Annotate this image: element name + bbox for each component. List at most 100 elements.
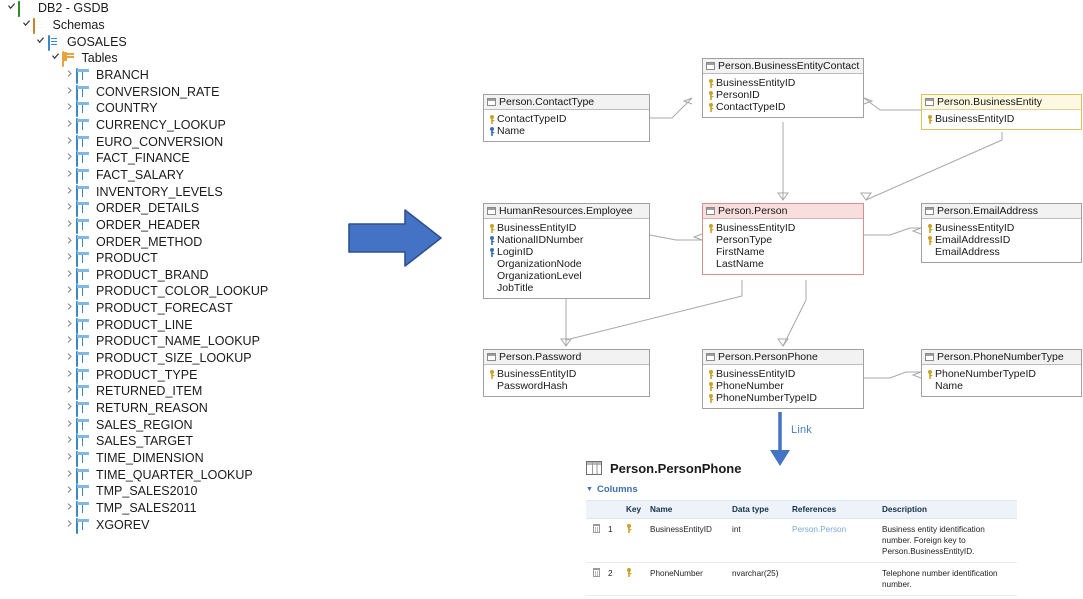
chevron-right-icon[interactable] [63, 469, 76, 481]
tree-item-order-details[interactable]: ORDER_DETAILS [0, 200, 330, 218]
tree-item-inventory-levels[interactable]: INVENTORY_LEVELS [0, 183, 330, 201]
row-delete-button[interactable] [586, 518, 606, 564]
chevron-right-icon[interactable] [63, 102, 76, 114]
tree-item-product-name-lookup[interactable]: PRODUCT_NAME_LOOKUP [0, 333, 330, 351]
chevron-right-icon[interactable] [63, 385, 76, 397]
chevron-right-icon[interactable] [63, 219, 76, 231]
tree-item-return-reason[interactable]: RETURN_REASON [0, 400, 330, 418]
tree-item-tmp-sales2011[interactable]: TMP_SALES2011 [0, 500, 330, 518]
row-delete-button[interactable] [586, 595, 606, 599]
tree-item-xgorev[interactable]: XGOREV [0, 516, 330, 534]
tree-item-branch[interactable]: BRANCH [0, 67, 330, 84]
chevron-right-icon[interactable] [63, 435, 76, 447]
chevron-right-icon[interactable] [63, 369, 76, 381]
entity-header[interactable]: Person.PhoneNumberType [922, 350, 1081, 365]
chevron-right-icon[interactable] [63, 402, 76, 414]
chevron-right-icon[interactable] [63, 485, 76, 497]
chevron-right-icon[interactable] [63, 285, 76, 297]
col-header-description[interactable]: Description [880, 500, 1017, 519]
row-delete-button[interactable] [586, 562, 606, 597]
tree-item-tmp-sales2010[interactable]: TMP_SALES2010 [0, 483, 330, 501]
chevron-right-icon[interactable] [63, 236, 76, 248]
tree-item-order-method[interactable]: ORDER_METHOD [0, 233, 330, 251]
tree-item-product-forecast[interactable]: PRODUCT_FORECAST [0, 300, 330, 318]
chevron-right-icon[interactable] [63, 252, 76, 264]
entity-header[interactable]: Person.PersonPhone [703, 350, 863, 365]
chevron-right-icon[interactable] [63, 186, 76, 198]
tree-item-product-brand[interactable]: PRODUCT_BRAND [0, 267, 330, 284]
chevron-right-icon[interactable] [63, 335, 76, 347]
tree-item-returned-item[interactable]: RETURNED_ITEM [0, 383, 330, 401]
chevron-down-icon[interactable] [5, 2, 18, 14]
chevron-right-icon[interactable] [63, 319, 76, 331]
tree-item-currency-lookup[interactable]: CURRENCY_LOOKUP [0, 117, 330, 134]
tree-item-sales-target[interactable]: SALES_TARGET [0, 433, 330, 451]
columns-section-toggle[interactable]: ▼ Columns [586, 484, 994, 495]
entity-header[interactable]: Person.Person [703, 204, 863, 219]
tree-item-db2-gsdb[interactable]: DB2 - GSDB [0, 0, 330, 18]
trash-icon[interactable] [592, 524, 600, 533]
col-header-key[interactable]: Key [624, 500, 648, 519]
trash-icon[interactable] [592, 568, 600, 578]
tree-item-schemas[interactable]: Schemas [0, 17, 330, 34]
tree-item-time-quarter-lookup[interactable]: TIME_QUARTER_LOOKUP [0, 466, 330, 484]
chevron-right-icon[interactable] [63, 169, 76, 181]
col-header-name[interactable]: Name [648, 500, 730, 519]
chevron-right-icon[interactable] [63, 119, 76, 131]
entity-header[interactable]: HumanResources.Employee [484, 204, 649, 219]
entity-header[interactable]: Person.EmailAddress [922, 204, 1081, 219]
column-row[interactable]: 3PhoneNumberTypeIDintPerson.PhoneNumberT… [586, 595, 1017, 599]
tree-item-product-type[interactable]: PRODUCT_TYPE [0, 366, 330, 384]
tree-item-country[interactable]: COUNTRY [0, 100, 330, 118]
chevron-right-icon[interactable] [63, 419, 76, 431]
tree-item-gosales[interactable]: GOSALES [0, 33, 330, 51]
chevron-right-icon[interactable] [63, 69, 76, 81]
tree-item-tables[interactable]: Tables [0, 50, 330, 68]
tree-item-fact-salary[interactable]: FACT_SALARY [0, 167, 330, 184]
chevron-right-icon[interactable] [63, 202, 76, 214]
col-header-index[interactable] [606, 500, 624, 519]
chevron-right-icon[interactable] [63, 352, 76, 364]
tree-item-order-header[interactable]: ORDER_HEADER [0, 217, 330, 234]
row-reference[interactable]: Person.Person [790, 518, 880, 564]
tree-item-conversion-rate[interactable]: CONVERSION_RATE [0, 83, 330, 101]
chevron-down-icon[interactable] [49, 52, 62, 64]
entity-header[interactable]: Person.BusinessEntityContact [703, 59, 863, 74]
chevron-right-icon[interactable] [63, 86, 76, 98]
chevron-right-icon[interactable] [63, 452, 76, 464]
chevron-down-icon[interactable] [20, 19, 33, 31]
tree-item-fact-finance[interactable]: FACT_FINANCE [0, 150, 330, 168]
reference-link[interactable]: Person.Person [792, 525, 847, 534]
chevron-right-icon[interactable] [63, 136, 76, 148]
tree-item-product-size-lookup[interactable]: PRODUCT_SIZE_LOOKUP [0, 350, 330, 368]
entity-header[interactable]: Person.ContactType [484, 95, 649, 110]
col-header-delete[interactable] [586, 500, 606, 519]
chevron-right-icon[interactable] [63, 152, 76, 164]
tree-item-time-dimension[interactable]: TIME_DIMENSION [0, 450, 330, 468]
tree-item-product[interactable]: PRODUCT [0, 250, 330, 268]
tree-item-product-color-lookup[interactable]: PRODUCT_COLOR_LOOKUP [0, 283, 330, 301]
col-header-references[interactable]: References [790, 500, 880, 519]
row-reference[interactable]: Person.PhoneNumberType [790, 595, 880, 599]
col-header-datatype[interactable]: Data type [730, 500, 790, 519]
chevron-right-icon[interactable] [63, 302, 76, 314]
tree-item-euro-conversion[interactable]: EURO_CONVERSION [0, 133, 330, 151]
entity-header[interactable]: Person.BusinessEntity [922, 95, 1081, 110]
entity-header[interactable]: Person.Password [484, 350, 649, 365]
chevron-right-icon[interactable] [63, 502, 76, 514]
tree-item-sales-region[interactable]: SALES_REGION [0, 416, 330, 434]
chevron-right-icon[interactable] [63, 269, 76, 281]
chevron-right-icon[interactable] [63, 519, 76, 531]
chevron-down-icon[interactable] [34, 36, 47, 48]
